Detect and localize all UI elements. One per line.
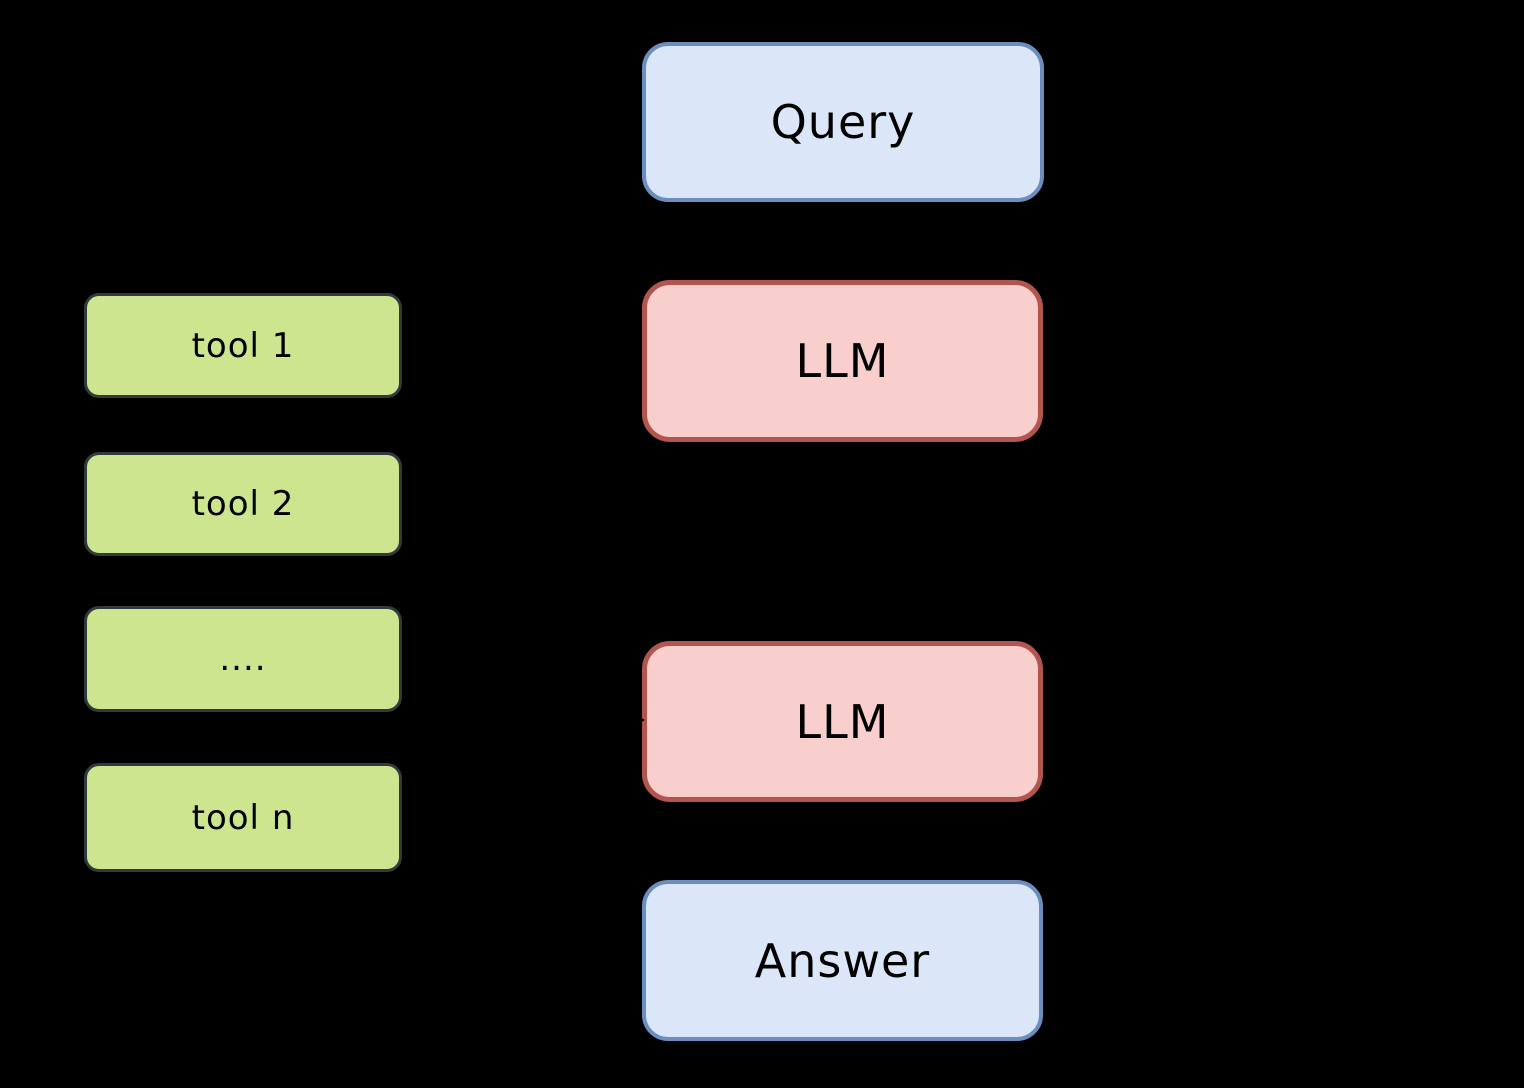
tool-ellipsis-node: ....: [84, 606, 402, 712]
tool-1-label: tool 1: [191, 325, 295, 366]
query-label: Query: [770, 95, 916, 149]
llm-bottom-node: LLM: [642, 641, 1043, 802]
arrowhead-icon: [634, 714, 645, 726]
tool-n-label: tool n: [191, 797, 295, 838]
tool-2-node: tool 2: [84, 452, 402, 556]
llm-top-node: LLM: [642, 280, 1043, 442]
query-node: Query: [642, 42, 1044, 202]
tool-n-node: tool n: [84, 763, 402, 872]
llm-bottom-label: LLM: [795, 694, 890, 749]
answer-label: Answer: [754, 933, 931, 988]
llm-top-label: LLM: [795, 334, 890, 388]
tool-1-node: tool 1: [84, 293, 402, 398]
tool-ellipsis-label: ....: [219, 639, 267, 679]
tool-2-label: tool 2: [191, 484, 295, 524]
answer-node: Answer: [642, 880, 1043, 1041]
